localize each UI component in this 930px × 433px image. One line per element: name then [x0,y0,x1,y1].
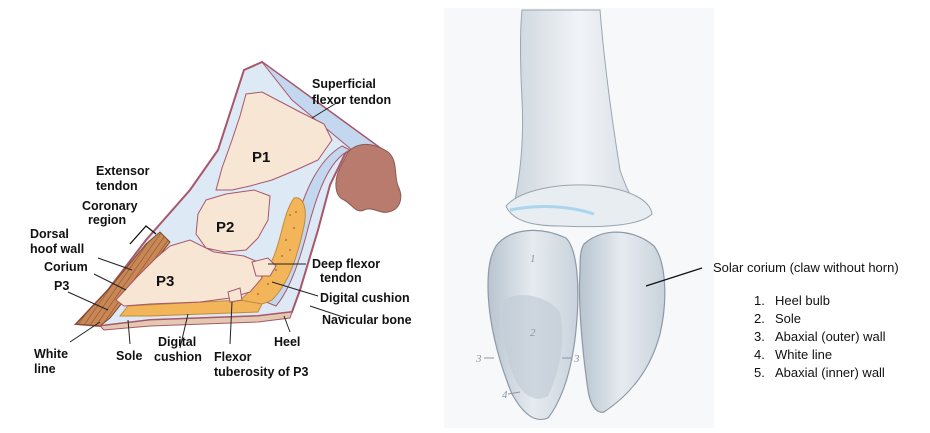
label-white-line-1: White [34,347,68,361]
claw-legend: Solar corium (claw without horn) 1. Heel… [713,260,899,380]
legend-num-4: 4. [754,347,765,362]
legend-num-5: 5. [754,365,765,380]
fetlock-area [505,184,653,228]
bone-p1 [215,91,333,191]
legend-num-3: 3. [754,329,765,344]
label-extensor-2: tendon [96,179,138,193]
label-p1: P1 [252,149,270,166]
legend-text-1: Heel bulb [775,293,830,308]
bone-p2 [195,189,271,253]
legend-num-2: 2. [754,311,765,326]
legend-text-4: White line [775,347,832,362]
label-extensor-1: Extensor [96,164,150,178]
drawing-number-2: 2 [530,327,536,339]
drawing-number-4: 4 [502,389,508,401]
leader-lines [67,101,347,349]
label-p3-bone: P3 [156,273,174,290]
cushion-dots [257,211,297,295]
navicular-bulb-mass [335,144,402,213]
legend-text-2: Sole [775,311,801,326]
label-superficial-flexor-2: flexor tendon [312,93,391,107]
label-coronary-1: Coronary [82,199,138,213]
hoof-wall [74,231,171,327]
label-flexor-tuberosity-1: Flexor [214,350,252,364]
sole-strip [98,311,293,331]
label-p2: P2 [216,219,234,236]
label-navicular-bone: Navicular bone [322,313,412,327]
drawing-number-3-right: 3 [573,353,580,365]
bone-navicular [251,257,277,277]
callout-text: Solar corium (claw without horn) [713,260,899,275]
drawing-number-1: 1 [530,253,536,265]
label-dorsal-hoof-wall-2: hoof wall [30,242,84,256]
legend-num-1: 1. [754,293,765,308]
flexor-tuberosity [227,287,243,303]
claw-illustration: 1 2 3 3 4 [444,8,714,428]
label-heel: Heel [274,335,300,349]
leader-4 [507,391,521,395]
label-deep-flexor-1: Deep flexor [312,257,380,271]
label-digital-cushion-bottom-1: Digital [158,335,196,349]
label-p3: P3 [54,279,69,293]
label-deep-flexor-2: tendon [320,271,362,285]
label-coronary-2: region [88,213,126,227]
label-white-line-2: line [34,362,56,376]
label-corium: Corium [44,260,88,274]
coronary-bracket [129,225,157,245]
drawing-number-3-left: 3 [475,353,482,365]
claw-left-sole [502,295,563,399]
hoof-section-diagram: P1 P2 P3 Superficial flexor tendon Exten… [0,35,440,425]
label-digital-cushion-right: Digital cushion [320,291,410,305]
joint-highlight [509,205,595,216]
label-digital-cushion-bottom-2: cushion [154,350,202,364]
callout-leader [645,267,703,287]
label-sole: Sole [116,349,142,363]
legend-text-3: Abaxial (outer) wall [775,329,886,344]
label-superficial-flexor-1: Superficial [312,77,376,91]
label-dorsal-hoof-wall-1: Dorsal [30,227,69,241]
label-flexor-tuberosity-2: tuberosity of P3 [214,365,309,379]
claw-right [578,231,666,413]
legend-text-5: Abaxial (inner) wall [775,365,885,380]
